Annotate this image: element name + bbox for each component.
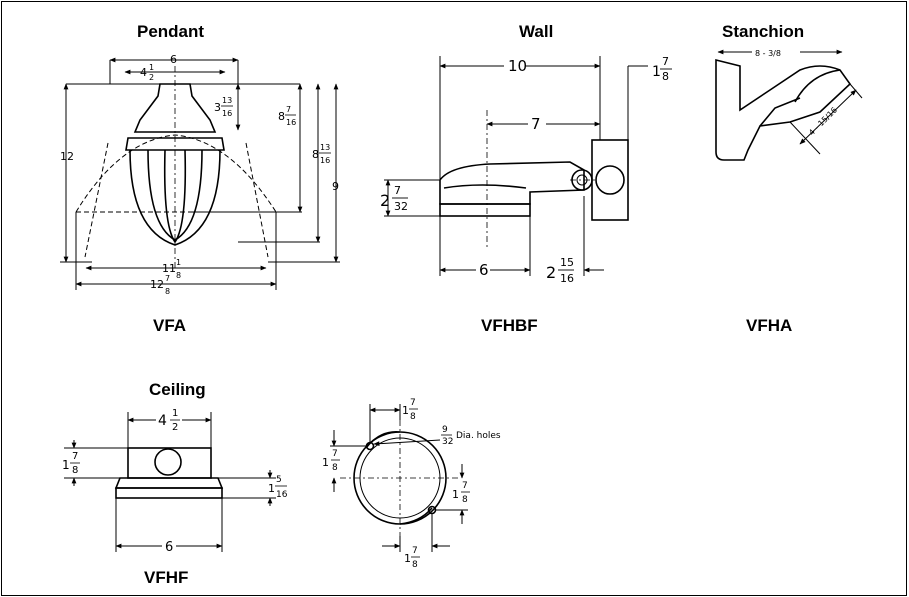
svg-text:3: 3 — [214, 101, 221, 114]
vfha-model-label: VFHA — [746, 316, 793, 335]
pendant-neck-dim: 4 1 2 — [140, 63, 155, 82]
svg-text:16: 16 — [222, 109, 232, 118]
vfhbf-model-label: VFHBF — [481, 316, 538, 335]
svg-text:8: 8 — [410, 412, 416, 422]
svg-text:8: 8 — [462, 495, 468, 505]
mounting-right-spacing-dim: 1 7 8 — [452, 481, 470, 505]
pendant-overall-height-dim: 12 — [60, 150, 74, 163]
wall-drawing: 10 1 7 8 7 2 7 32 — [380, 55, 672, 285]
svg-text:1: 1 — [62, 458, 70, 472]
ceiling-top-dim: 4 1 2 — [156, 408, 182, 433]
svg-text:2: 2 — [149, 73, 154, 82]
svg-text:7: 7 — [165, 274, 170, 283]
ceiling-title: Ceiling — [149, 380, 206, 399]
svg-text:1: 1 — [176, 258, 181, 267]
svg-text:4: 4 — [158, 413, 167, 429]
wall-overall-length-dim: 10 — [508, 57, 527, 75]
vfhf-model-label: VFHF — [144, 568, 189, 587]
pendant-h2-dim: 8 13 16 — [312, 143, 331, 165]
svg-text:7: 7 — [462, 481, 468, 491]
svg-text:Dia. holes: Dia. holes — [456, 431, 501, 441]
svg-text:16: 16 — [320, 156, 330, 165]
svg-text:8: 8 — [176, 271, 181, 280]
mounting-plate-drawing: 1 7 8 1 7 8 9 32 Dia. holes 1 7 — [322, 398, 501, 570]
svg-text:7: 7 — [72, 451, 78, 462]
stanchion-title: Stanchion — [722, 22, 805, 41]
stanchion-length-dim: 8 - 3/8 — [755, 49, 781, 58]
pendant-w1-dim: 11 1 8 — [162, 258, 182, 280]
wall-height-dim: 2 7 32 — [380, 184, 408, 213]
svg-text:7: 7 — [662, 55, 669, 68]
svg-text:16: 16 — [560, 272, 574, 285]
svg-text:2: 2 — [546, 263, 556, 282]
svg-text:32: 32 — [394, 200, 408, 213]
svg-text:2: 2 — [380, 191, 390, 210]
pendant-title: Pendant — [137, 22, 205, 41]
svg-text:7: 7 — [410, 398, 416, 408]
pendant-w2-dim: 12 7 8 — [150, 274, 171, 296]
svg-text:15: 15 — [560, 256, 574, 269]
wall-plate-dim: 1 7 8 — [652, 55, 672, 83]
svg-text:32: 32 — [442, 437, 453, 447]
svg-text:8: 8 — [72, 465, 78, 476]
svg-text:16: 16 — [276, 490, 288, 500]
svg-text:8: 8 — [662, 70, 669, 83]
svg-text:1: 1 — [172, 408, 178, 419]
svg-text:5: 5 — [276, 475, 282, 485]
svg-text:7: 7 — [286, 105, 291, 114]
svg-text:8: 8 — [332, 463, 338, 473]
svg-text:8: 8 — [412, 560, 418, 570]
svg-text:1: 1 — [268, 482, 275, 495]
mounting-holes-note: 9 32 Dia. holes — [441, 425, 501, 447]
svg-text:1: 1 — [402, 404, 409, 417]
ceiling-drawing: 4 1 2 1 7 8 1 5 16 6 — [62, 408, 288, 555]
pendant-h1-dim: 8 7 16 — [278, 105, 296, 127]
svg-text:1: 1 — [404, 552, 411, 565]
svg-text:1: 1 — [652, 64, 661, 80]
svg-text:16: 16 — [286, 118, 296, 127]
pendant-h3-dim: 9 — [332, 180, 339, 193]
pendant-drawing: 6 4 1 2 12 3 13 16 — [60, 53, 340, 296]
svg-text:7: 7 — [394, 184, 401, 197]
svg-text:2: 2 — [172, 422, 178, 433]
mounting-bottom-spacing-dim: 1 7 8 — [404, 546, 420, 570]
ceiling-rim-dim: 1 5 16 — [268, 475, 288, 500]
mounting-top-spacing-dim: 1 7 8 — [402, 398, 418, 422]
svg-text:4: 4 — [140, 66, 147, 79]
svg-text:9: 9 — [442, 425, 448, 435]
pendant-top-width-dim: 6 — [170, 53, 177, 66]
svg-text:7: 7 — [332, 449, 338, 459]
wall-title: Wall — [519, 22, 554, 41]
svg-text:13: 13 — [222, 96, 232, 105]
ceiling-box-dim: 1 7 8 — [62, 451, 80, 476]
svg-text:8: 8 — [312, 148, 319, 161]
svg-text:8: 8 — [165, 287, 170, 296]
svg-text:13: 13 — [320, 143, 330, 152]
vfa-model-label: VFA — [153, 316, 187, 335]
ceiling-diameter-dim: 6 — [165, 540, 173, 555]
stanchion-width-dim: 4 - 15/16 — [807, 106, 839, 138]
wall-diameter-dim: 6 — [479, 261, 489, 279]
svg-text:11: 11 — [162, 262, 176, 275]
mounting-left-spacing-dim: 1 7 8 — [322, 449, 340, 473]
pendant-cap-height-dim: 3 13 16 — [214, 96, 233, 118]
svg-text:1: 1 — [322, 456, 329, 469]
wall-bracket-length-dim: 7 — [531, 115, 541, 133]
wall-offset-dim: 2 15 16 — [546, 256, 574, 285]
svg-text:12: 12 — [150, 278, 164, 291]
svg-text:8: 8 — [278, 110, 285, 123]
svg-text:7: 7 — [412, 546, 418, 556]
svg-text:1: 1 — [452, 488, 459, 501]
stanchion-drawing: 8 - 3/8 4 - 15/16 — [715, 46, 863, 161]
svg-text:1: 1 — [149, 63, 154, 72]
